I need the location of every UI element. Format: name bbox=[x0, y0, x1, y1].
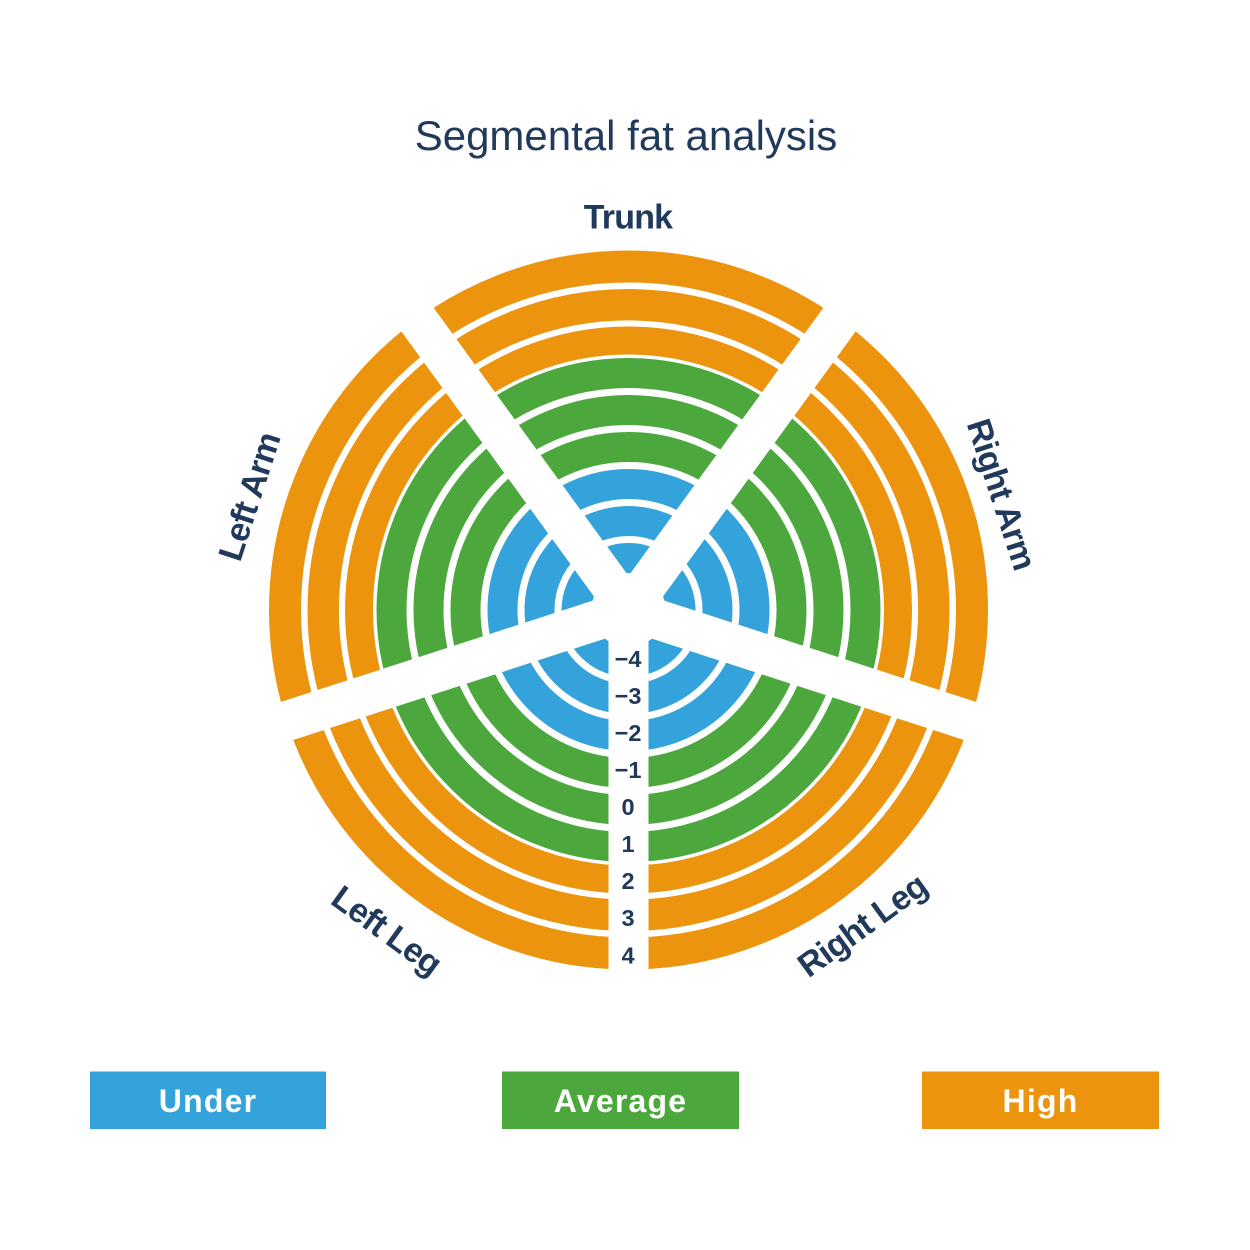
svg-text:2: 2 bbox=[621, 868, 634, 894]
svg-text:4: 4 bbox=[621, 942, 634, 968]
svg-text:High: High bbox=[1003, 1083, 1079, 1119]
svg-text:−1: −1 bbox=[615, 757, 642, 783]
svg-text:Average: Average bbox=[554, 1083, 688, 1119]
svg-text:Segmental fat analysis: Segmental fat analysis bbox=[415, 112, 838, 159]
svg-text:−4: −4 bbox=[615, 646, 642, 672]
svg-text:1: 1 bbox=[621, 831, 634, 857]
svg-text:3: 3 bbox=[621, 905, 634, 931]
svg-text:Under: Under bbox=[159, 1083, 257, 1119]
svg-text:−2: −2 bbox=[615, 720, 642, 746]
svg-text:−3: −3 bbox=[615, 683, 642, 709]
svg-text:Trunk: Trunk bbox=[584, 199, 673, 237]
svg-text:0: 0 bbox=[621, 794, 634, 820]
